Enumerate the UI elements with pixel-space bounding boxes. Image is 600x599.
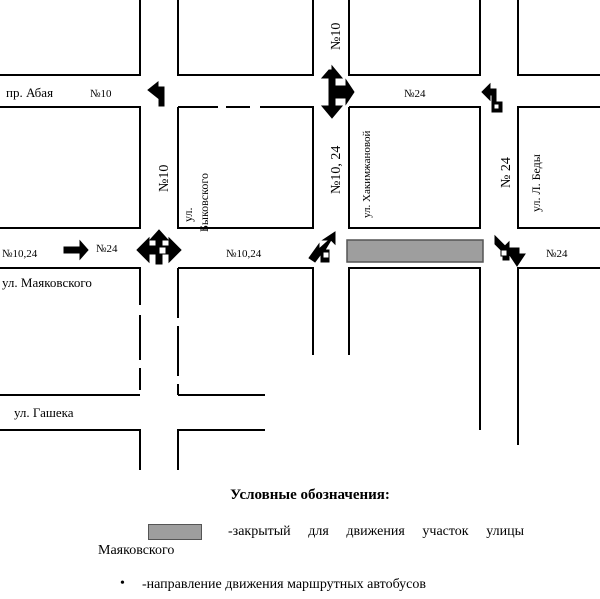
block-bedy — [517, 106, 600, 229]
route-label-left-10-24: №10,24 — [2, 248, 38, 260]
route-label-top-10: №10 — [329, 23, 344, 50]
block-low-right — [517, 267, 600, 445]
block-low-mid — [178, 267, 314, 355]
route-label-bedy-24: № 24 — [499, 157, 514, 188]
street-label-bykovskogo-1: ул. — [181, 208, 195, 222]
arrow-mayak-left — [63, 239, 89, 261]
block-low-left — [0, 267, 141, 305]
route-label-left-24: №24 — [96, 243, 118, 255]
block-top-mid — [177, 0, 314, 76]
street-label-l-bedy: ул. Л. Беды — [529, 154, 543, 212]
route-label-mid-10-24: №10,24 — [226, 248, 262, 260]
turn-arrow-abaya-left — [147, 80, 165, 107]
junction-arrow-bedy — [494, 234, 526, 267]
legend-closed-text-2: Маяковского — [98, 543, 175, 558]
block-top-right-a — [348, 0, 481, 76]
turn-arrow-abaya-right — [481, 82, 503, 113]
legend-bus-direction-text: -направление движения маршрутных автобус… — [142, 577, 426, 592]
street-map: пр. Абая ул. Маяковского ул. Гашека ул. … — [0, 0, 600, 470]
street-label-khakimzhanovoy: ул. Хакимжановой — [361, 130, 373, 218]
block-low-khak — [348, 267, 481, 430]
legend-closed-swatch — [148, 524, 202, 540]
block-gasheka-mid — [177, 429, 265, 470]
closed-street-section — [346, 239, 484, 263]
street-label-mayakovskogo: ул. Маяковского — [2, 275, 92, 290]
block-mid-left — [0, 106, 141, 229]
bus-direction-arrows — [63, 64, 526, 267]
block-outlines — [0, 0, 600, 470]
block-gasheka-bottom — [0, 429, 141, 470]
legend-title: Условные обозначения: — [230, 487, 390, 503]
route-label-bykovskogo-10: №10 — [157, 165, 172, 192]
route-label-right-24: №24 — [546, 248, 568, 260]
route-label-vertical-10-24: №10, 24 — [329, 146, 344, 194]
legend-bullet: • — [120, 576, 125, 591]
block-bykovskogo — [177, 106, 314, 229]
route-label-abaya-10: №10 — [90, 88, 112, 100]
junction-arrow-byk — [136, 229, 182, 265]
street-label-abaya: пр. Абая — [6, 85, 53, 100]
street-label-gasheka: ул. Гашека — [14, 405, 74, 420]
junction-arrow-khak — [308, 231, 336, 263]
route-label-abaya-24: №24 — [404, 88, 426, 100]
cross-arrow-abaya-khak — [320, 64, 355, 119]
block-khakimzhanovoy — [348, 106, 481, 229]
block-top-right-b — [517, 0, 600, 76]
street-label-bykovskogo-2: Быковского — [197, 173, 211, 232]
block-top-left — [0, 0, 141, 76]
legend-closed-text: -закрытый для движения участок улицы — [228, 524, 524, 539]
